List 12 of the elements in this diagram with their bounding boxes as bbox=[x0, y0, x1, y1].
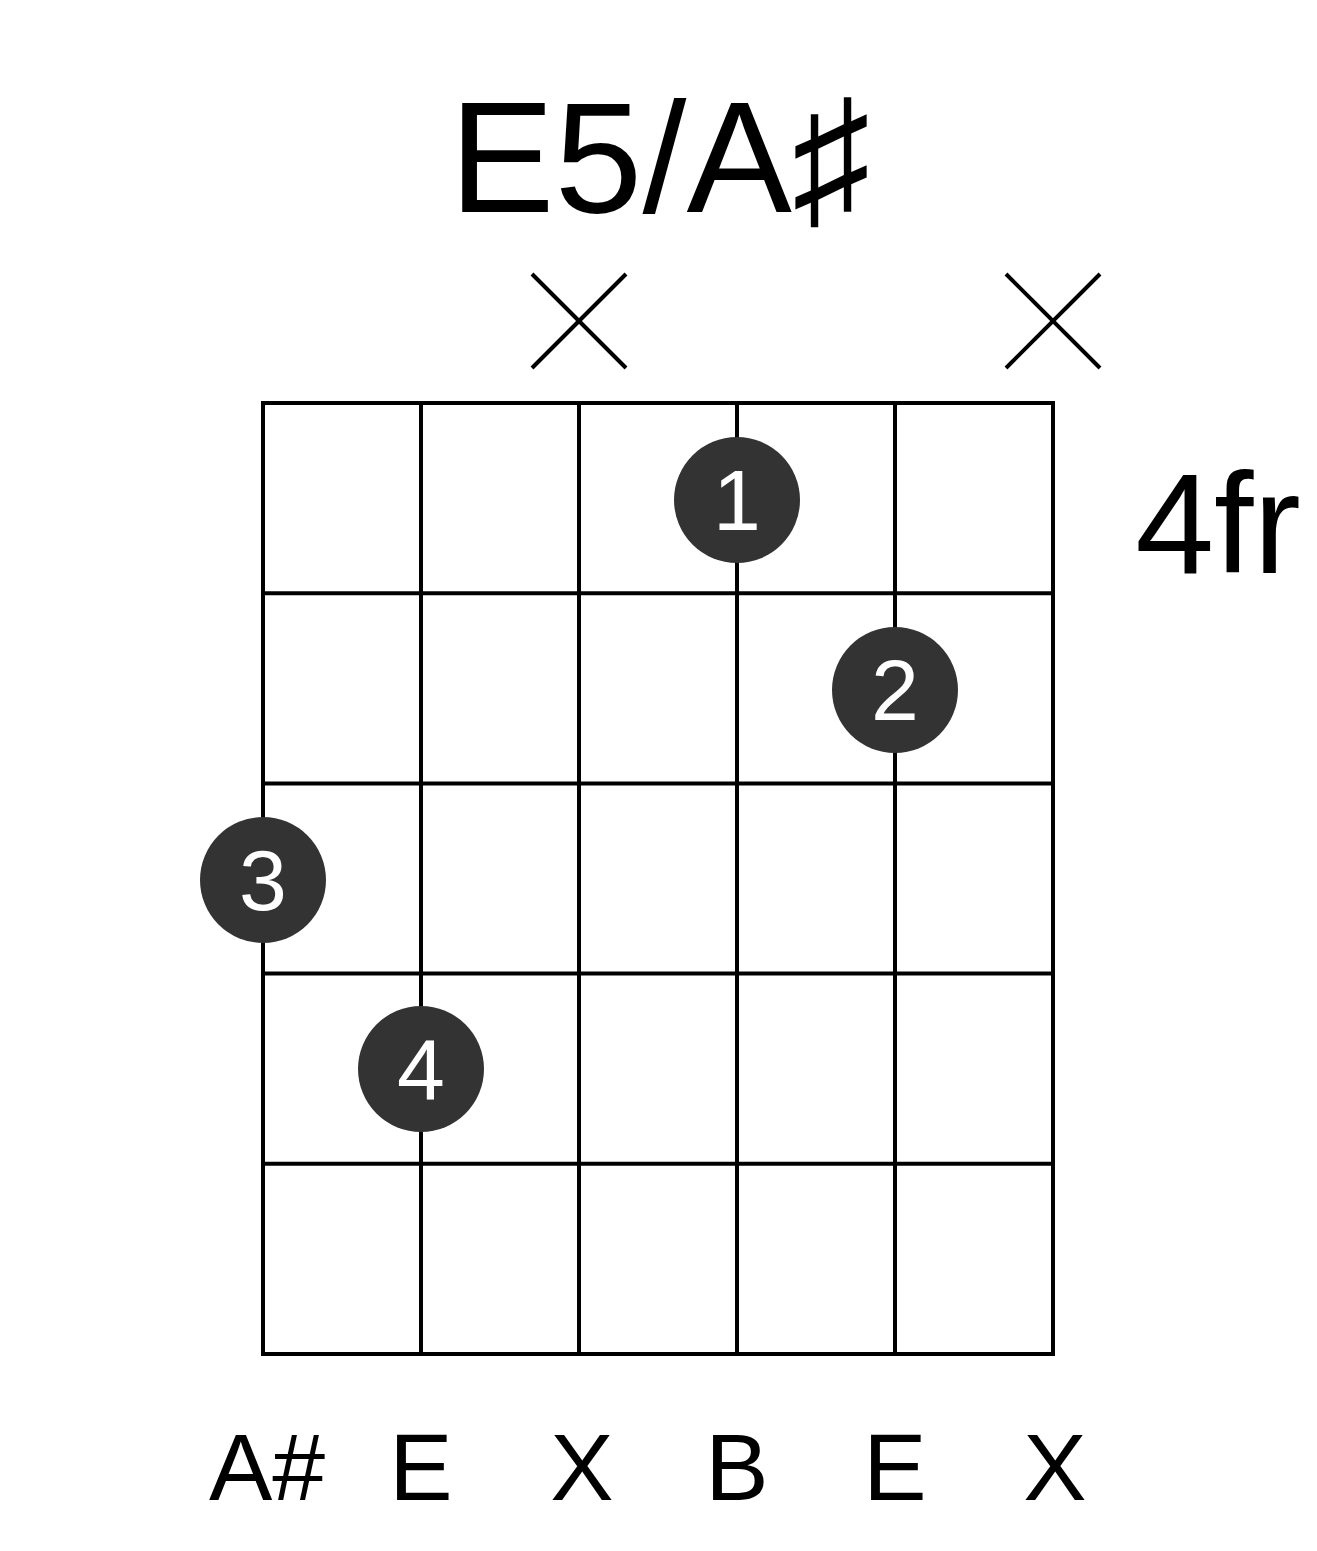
chord-title: E5/A♯ bbox=[449, 78, 871, 237]
finger-dot: 4 bbox=[358, 1006, 484, 1132]
finger-dot: 1 bbox=[674, 437, 800, 563]
string-note-label: X bbox=[550, 1419, 614, 1515]
fret-number-label: 4fr bbox=[1135, 452, 1301, 595]
string-note-label: B bbox=[705, 1419, 769, 1515]
string-note-label: E bbox=[863, 1419, 927, 1515]
finger-dot: 2 bbox=[832, 627, 958, 753]
string-note-label: X bbox=[1023, 1419, 1087, 1515]
string-note-label: E bbox=[389, 1419, 453, 1515]
string-note-label: A# bbox=[208, 1419, 326, 1515]
finger-dot: 3 bbox=[200, 817, 326, 943]
